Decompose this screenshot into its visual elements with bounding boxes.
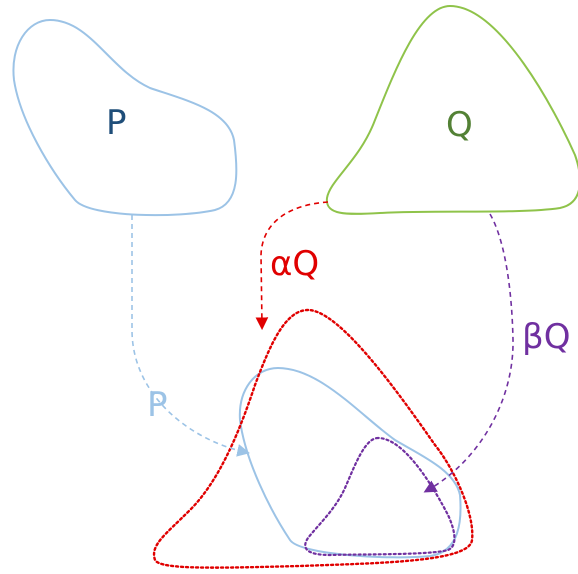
label-alpha-q: αQ — [270, 244, 319, 284]
shape-q — [325, 4, 578, 215]
shape-beta-q — [304, 436, 456, 557]
label-p-moved: P — [147, 385, 168, 425]
arrow-q-to-beta — [423, 213, 514, 493]
shape-p — [12, 18, 238, 217]
arrow-q-to-alpha — [255, 201, 329, 331]
label-beta-q: βQ — [522, 317, 570, 357]
label-q-top: Q — [446, 105, 473, 145]
arrow-p-to-moved — [131, 215, 251, 457]
label-p-top: P — [106, 103, 127, 143]
shape-alpha-q — [152, 308, 474, 569]
shape-p-moved — [238, 366, 462, 559]
